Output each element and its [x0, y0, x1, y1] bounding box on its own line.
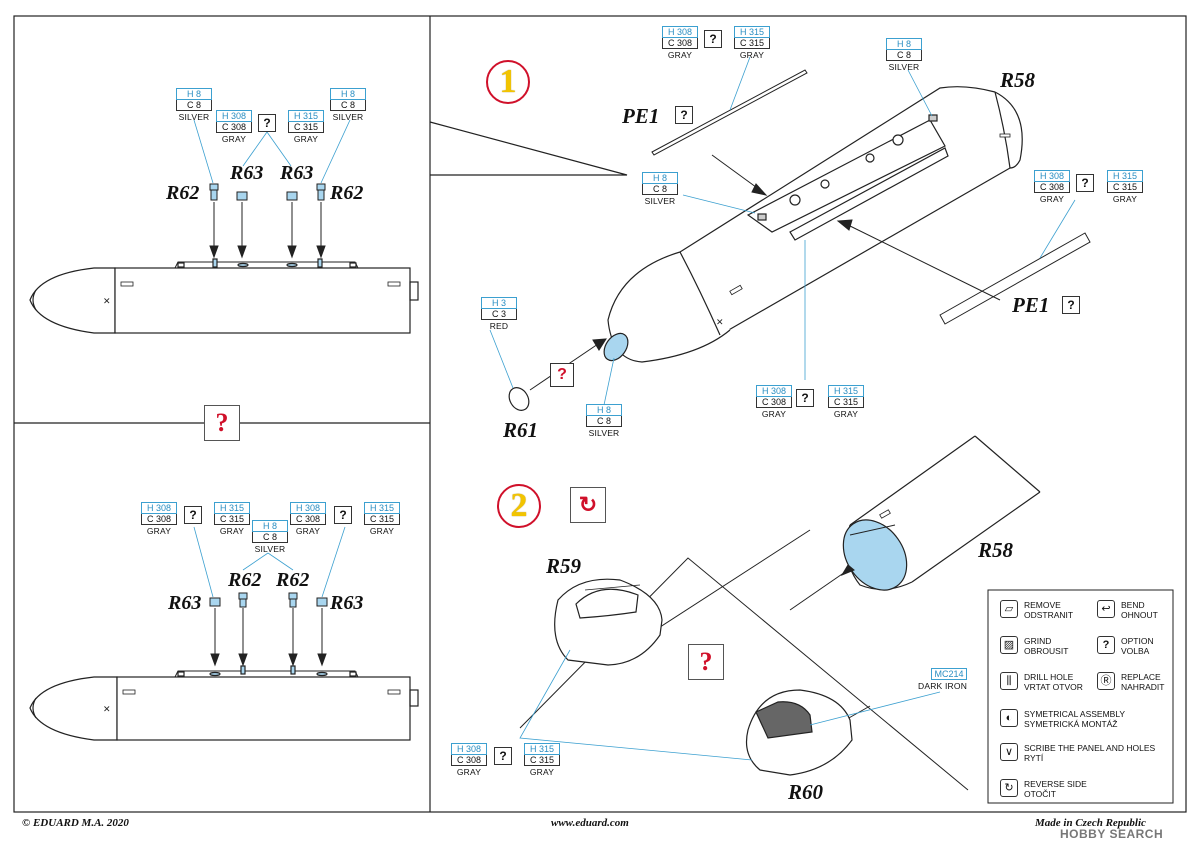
label-r63-bl1: R63 [168, 592, 202, 614]
leaders-bottom-left [193, 526, 346, 598]
option-box-s1c: ? [796, 389, 814, 407]
reverse-side-icon: ↻ [570, 487, 606, 523]
arrows-step1 [529, 154, 1001, 391]
option-box-s1b: ? [1076, 174, 1094, 192]
pod-bottom-left: ✕ [29, 665, 419, 741]
option-box-red: ? [550, 363, 574, 387]
scribe-icon: ∨ [1000, 743, 1018, 761]
callout-wedge [429, 121, 628, 176]
pod-top-left: ✕ [29, 258, 419, 334]
svg-text:✕: ✕ [716, 317, 724, 327]
option-mark-step2: ? [688, 644, 724, 680]
label-r63-tl1: R63 [230, 162, 264, 184]
step-2-badge: 2 [497, 484, 541, 528]
option-mark-left: ? [204, 405, 240, 441]
footer-copyright: © EDUARD M.A. 2020 [22, 817, 129, 829]
r61-disc [508, 387, 530, 411]
option-box-pe1b: ? [1062, 296, 1080, 314]
option-box-bl1: ? [184, 506, 202, 524]
label-r60: R60 [788, 780, 824, 804]
svg-text:✕: ✕ [103, 704, 111, 714]
label-r62-tl2: R62 [330, 182, 364, 204]
label-pe1-s1a: PE1 [622, 104, 660, 128]
pe1-strips [651, 69, 1091, 325]
r60-canopy [745, 689, 853, 776]
label-r62-tl1: R62 [166, 182, 200, 204]
footer-website: www.eduard.com [551, 817, 629, 829]
label-r62-bl2: R62 [276, 569, 310, 591]
small-parts-top-left [209, 183, 326, 201]
option-box-s1a: ? [704, 30, 722, 48]
option-box-s2: ? [494, 747, 512, 765]
symmetrical-icon: ◐ [1000, 709, 1018, 727]
label-pe1-s1b: PE1 [1012, 293, 1050, 317]
svg-text:✕: ✕ [103, 296, 111, 306]
replace-icon: Ⓡ [1097, 672, 1115, 690]
drill-icon: ⫼ [1000, 672, 1018, 690]
small-parts-bottom-left [209, 592, 328, 608]
legend-frame [987, 589, 1174, 804]
label-r62-bl1: R62 [228, 569, 262, 591]
label-r59: R59 [546, 554, 582, 578]
pod-step1: ✕ [603, 86, 1024, 363]
label-r58-s1: R58 [1000, 68, 1036, 92]
grind-icon: ▨ [1000, 636, 1018, 654]
label-r63-tl2: R63 [280, 162, 314, 184]
option-box-pe1a: ? [675, 106, 693, 124]
sheet-frame [13, 15, 1187, 813]
leaders-step2 [519, 649, 941, 761]
leaders-top-left [193, 119, 351, 184]
r59-canopy [554, 578, 663, 666]
pod-step2 [842, 435, 1041, 591]
option-icon: ? [1097, 636, 1115, 654]
leaders-step1 [489, 56, 1076, 406]
remove-icon: ▱ [1000, 600, 1018, 618]
option-box-bl2: ? [334, 506, 352, 524]
footer-made-in: Made in Czech Republic [1035, 817, 1146, 829]
arrows-top-left [209, 202, 326, 259]
label-r63-bl2: R63 [330, 592, 364, 614]
option-box-tl: ? [258, 114, 276, 132]
step-1-badge: 1 [486, 60, 530, 104]
arrows-bottom-left [210, 608, 327, 667]
label-r58-s2: R58 [978, 538, 1014, 562]
reverse-icon: ↻ [1000, 779, 1018, 797]
bend-icon: ↩ [1097, 600, 1115, 618]
label-r61: R61 [503, 418, 539, 442]
watermark: HOBBY SEARCH [1060, 827, 1164, 841]
